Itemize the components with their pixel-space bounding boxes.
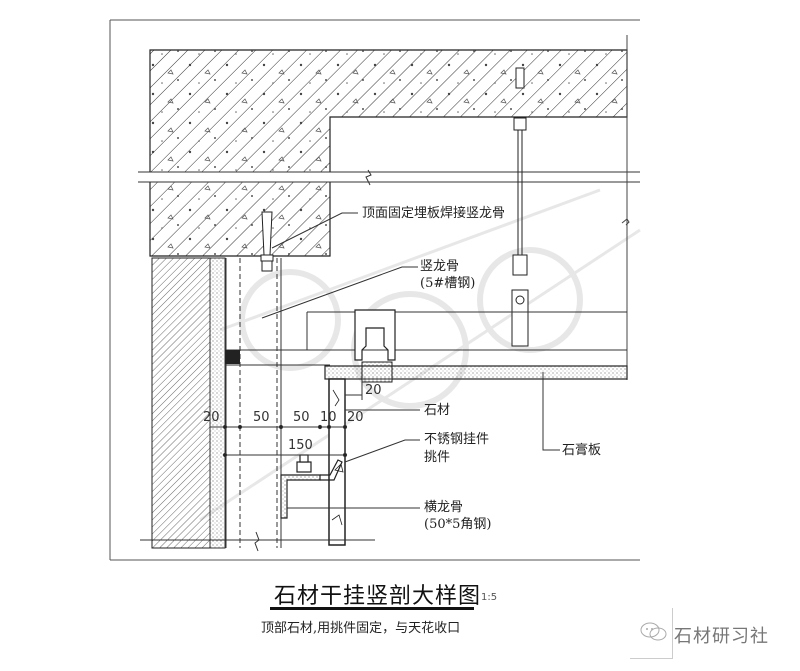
hanger-rod	[511, 67, 529, 347]
masonry-wall	[151, 257, 226, 549]
title-underline	[270, 607, 474, 610]
label-stone: 石材	[424, 403, 451, 418]
label-horizontal-keel: 横龙骨	[424, 500, 464, 515]
break-line	[135, 169, 640, 186]
label-vertical-keel-spec: (5#槽钢)	[420, 276, 476, 291]
dim-50-a: 50	[253, 410, 270, 425]
horizontal-keel	[280, 454, 343, 519]
ceiling-frame	[225, 311, 627, 366]
concrete-slab	[149, 49, 628, 257]
keel-bracket	[225, 350, 240, 364]
dim-10: 10	[320, 410, 337, 425]
gypsum-board	[324, 361, 628, 383]
label-bracket: 挑件	[424, 450, 451, 465]
dim-20-right: 20	[347, 410, 364, 425]
brand-watermark: 石材研习社	[674, 626, 769, 647]
vertical-keel	[225, 258, 282, 548]
drawing-scale: 1:5	[481, 592, 498, 603]
dim-20-left: 20	[203, 410, 220, 425]
drawing-title: 石材干挂竖剖大样图	[274, 584, 482, 609]
u-channel	[354, 309, 396, 361]
label-top-embed: 顶面固定埋板焊接竖龙骨	[362, 206, 506, 221]
label-gypsum-board: 石膏板	[562, 443, 602, 458]
leader-lines	[261, 212, 560, 509]
drawing-subtitle: 顶部石材,用挑件固定，与天花收口	[261, 621, 461, 636]
dim-20-top: 20	[365, 383, 382, 398]
dimension-lines	[210, 380, 363, 458]
watermark-box	[630, 608, 673, 659]
label-horizontal-keel-spec: (50*5角钢)	[424, 517, 492, 532]
right-break-icon	[621, 218, 630, 226]
dim-50-b: 50	[293, 410, 310, 425]
bottom-break	[140, 531, 375, 552]
wechat-icon	[640, 622, 667, 641]
embed-anchor	[260, 211, 274, 272]
label-stainless-hanger: 不锈钢挂件	[424, 432, 490, 447]
label-vertical-keel: 竖龙骨	[420, 259, 460, 274]
frame	[109, 19, 640, 561]
dim-150: 150	[288, 438, 313, 453]
